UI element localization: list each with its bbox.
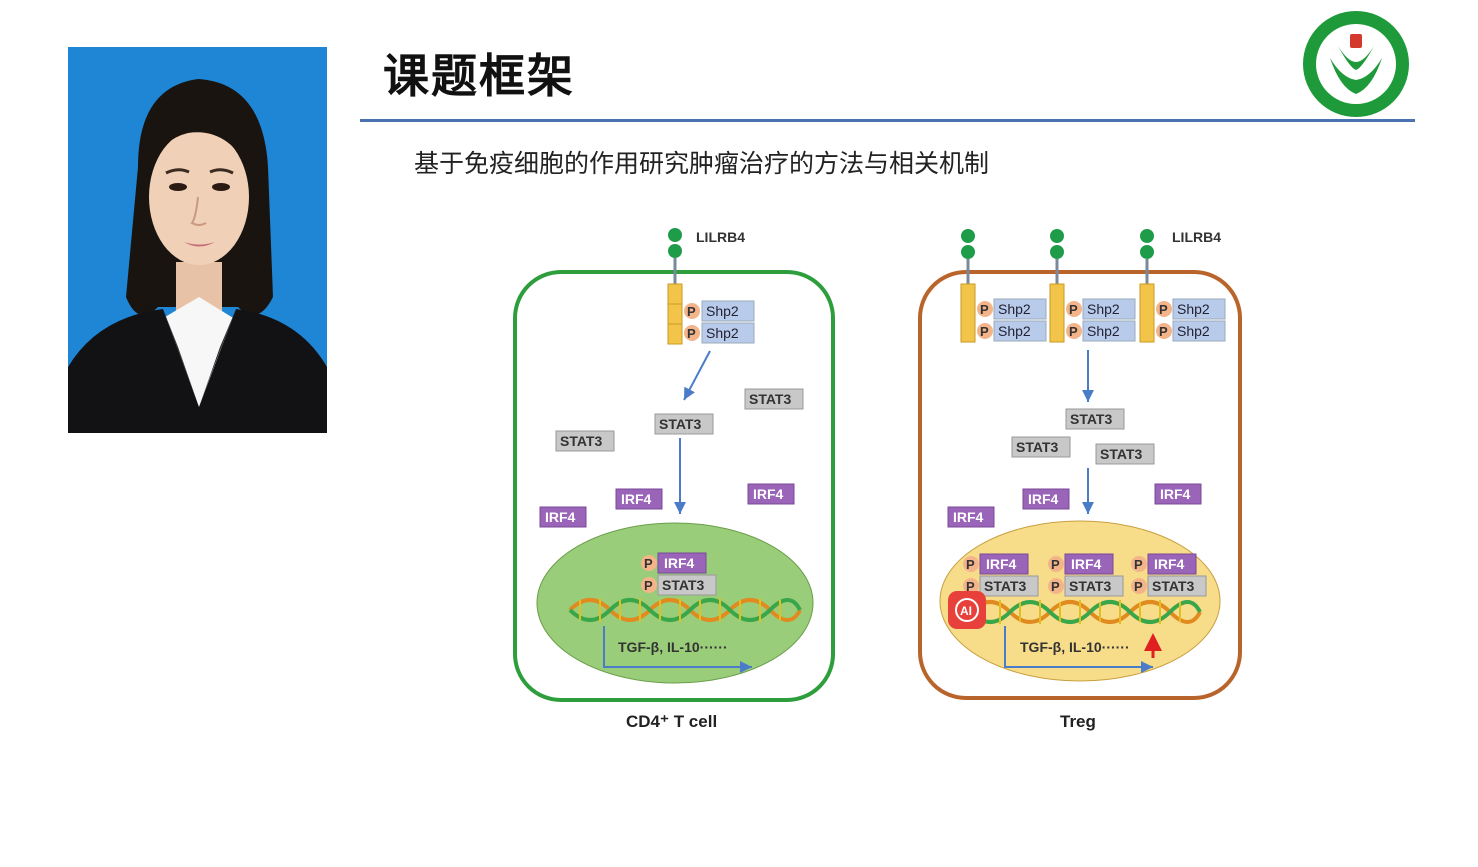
right-p-1a: P [980, 302, 989, 317]
left-nucleus-p-1: P [644, 556, 653, 571]
right-shp2-1b: Shp2 [998, 323, 1031, 339]
right-irf4-3: IRF4 [953, 509, 984, 525]
right-n-p-2a: P [1051, 557, 1060, 572]
right-cell-panel: LILRB4 P Shp2 P Shp2 P Shp2 P Shp2 P Shp… [918, 229, 1242, 731]
portrait-photo [68, 47, 327, 433]
right-n-p-3a: P [1134, 557, 1143, 572]
right-shp2-3a: Shp2 [1177, 301, 1210, 317]
left-p-label-1: P [687, 304, 696, 319]
ai-badge-label: AI [960, 604, 972, 618]
right-n-irf4-2: IRF4 [1071, 556, 1102, 572]
right-shp2-2a: Shp2 [1087, 301, 1120, 317]
right-irf4-2: IRF4 [1160, 486, 1191, 502]
right-irf4-1: IRF4 [1028, 491, 1059, 507]
right-n-p-1b: P [966, 579, 975, 594]
left-dna-helix [568, 598, 802, 622]
slide-title: 课题框架 [383, 49, 575, 103]
right-n-p-1a: P [966, 557, 975, 572]
lilrb4-receptor [667, 228, 683, 345]
right-genes-label: TGF-β, IL-10······ [1020, 639, 1130, 655]
right-n-stat3-3: STAT3 [1152, 578, 1194, 594]
left-stat3-1: STAT3 [659, 416, 701, 432]
right-n-p-3b: P [1134, 579, 1143, 594]
right-shp2-1a: Shp2 [998, 301, 1031, 317]
right-n-irf4-3: IRF4 [1154, 556, 1185, 572]
left-stat3-2: STAT3 [749, 391, 791, 407]
left-shp2-label-2: Shp2 [706, 325, 739, 341]
left-p-label-2: P [687, 326, 696, 341]
left-cell-label: CD4⁺ T cell [626, 712, 717, 731]
right-shp2-2b: Shp2 [1087, 323, 1120, 339]
right-n-stat3-1: STAT3 [984, 578, 1026, 594]
title-divider [360, 119, 1415, 122]
right-p-3a: P [1159, 302, 1168, 317]
university-seal-icon [1300, 8, 1412, 120]
right-p-1b: P [980, 324, 989, 339]
left-lilrb4-label: LILRB4 [696, 229, 745, 245]
left-irf4-3: IRF4 [545, 509, 576, 525]
slide-subtitle: 基于免疫细胞的作用研究肿瘤治疗的方法与相关机制 [414, 149, 990, 178]
left-cell-panel: LILRB4 P Shp2 P Shp2 STAT3 STAT3 STAT3 I… [513, 228, 835, 731]
right-n-p-2b: P [1051, 579, 1060, 594]
right-stat3-3: STAT3 [1100, 446, 1142, 462]
right-stat3-1: STAT3 [1070, 411, 1112, 427]
left-irf4-1: IRF4 [621, 491, 652, 507]
left-stat3-3: STAT3 [560, 433, 602, 449]
right-n-irf4-1: IRF4 [986, 556, 1017, 572]
left-nucleus-stat3: STAT3 [662, 577, 704, 593]
right-p-2a: P [1069, 302, 1078, 317]
left-nucleus-p-2: P [644, 578, 653, 593]
right-stat3-2: STAT3 [1016, 439, 1058, 455]
right-p-3b: P [1159, 324, 1168, 339]
right-lilrb4-label: LILRB4 [1172, 229, 1221, 245]
left-shp2-label-1: Shp2 [706, 303, 739, 319]
left-genes-label: TGF-β, IL-10······ [618, 639, 728, 655]
ai-assistant-icon[interactable]: AI [948, 591, 986, 629]
mechanism-diagram: LILRB4 P Shp2 P Shp2 STAT3 STAT3 STAT3 I… [500, 218, 1280, 738]
right-cell-label: Treg [1060, 712, 1096, 731]
right-n-stat3-2: STAT3 [1069, 578, 1111, 594]
right-p-2b: P [1069, 324, 1078, 339]
right-shp2-3b: Shp2 [1177, 323, 1210, 339]
left-irf4-2: IRF4 [753, 486, 784, 502]
right-lilrb4-receptors [960, 229, 1155, 343]
left-nucleus-irf4: IRF4 [664, 555, 695, 571]
